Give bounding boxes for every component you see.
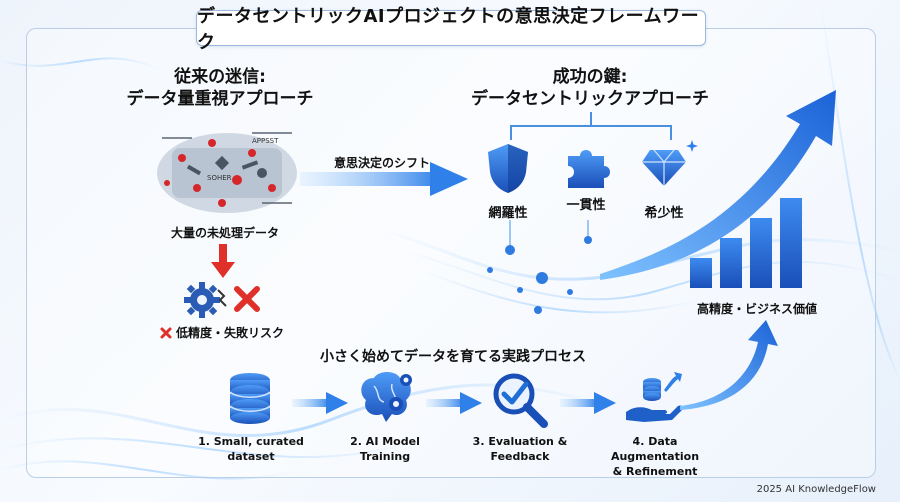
attribute-bracket (510, 112, 672, 140)
myth-heading-line2: データ量重視アプローチ (126, 89, 314, 109)
noise-word-1: APPSST (252, 137, 279, 145)
sparkle-icon (686, 140, 698, 152)
x-mark-icon (234, 286, 260, 312)
process-heading: 小さく始めてデータを育てる実践プロセス (320, 349, 586, 365)
myth-heading: 従来の迷信: データ量重視アプローチ (120, 66, 320, 110)
key-heading-line2: データセントリックアプローチ (471, 89, 709, 109)
step-2-line2: Training (359, 450, 411, 463)
attribute-label-coverage: 網羅性 (488, 206, 528, 221)
step-3-line2: Feedback (490, 450, 550, 463)
magnifier-check-icon (493, 373, 548, 428)
attribute-label-consistency: 一貫性 (566, 198, 606, 213)
diamond-icon (642, 149, 686, 186)
broken-gear-icon (184, 282, 227, 318)
growth-bar-chart-icon (690, 198, 802, 288)
page-title: データセントリックAIプロジェクトの意思決定フレームワーク (196, 6, 706, 53)
step-arrow-2 (426, 392, 482, 414)
database-icon (229, 373, 271, 424)
convergence-dots (487, 220, 592, 314)
hand-data-icon (626, 372, 683, 422)
step-label-2: 2. AI Model Training (340, 434, 430, 464)
noise-word-2: SOHER (207, 174, 232, 182)
raw-data-clutter-icon: APPSST SOHER (157, 132, 297, 213)
growth-arrow (600, 90, 836, 280)
down-arrow-icon (211, 244, 235, 278)
key-heading-line1: 成功の鍵: (552, 67, 628, 87)
small-x-icon (160, 327, 172, 338)
value-label: 高精度・ビジネス価値 (696, 302, 817, 316)
risk-label: 低精度・失敗リスク (176, 326, 285, 340)
footer-credit: 2025 AI KnowledgeFlow (756, 484, 876, 495)
step-label-4: 4. Data Augmentation & Refinement (590, 434, 720, 479)
puzzle-icon (568, 150, 610, 188)
myth-heading-line1: 従来の迷信: (174, 67, 266, 87)
risk-row: 低精度・失敗リスク (160, 324, 300, 341)
step-arrow-3 (560, 392, 616, 414)
key-heading: 成功の鍵: データセントリックアプローチ (470, 66, 710, 110)
step-1-line2: dataset (227, 450, 275, 463)
attribute-label-rarity: 希少性 (644, 206, 684, 221)
step-arrow-1 (292, 392, 348, 414)
step-label-1: 1. Small, curated dataset (196, 434, 306, 464)
step-3-line1: 3. Evaluation & (472, 435, 568, 448)
shift-label: 意思決定のシフト (334, 156, 431, 170)
step-4-line2: & Refinement (612, 465, 698, 478)
shift-arrow (300, 162, 468, 196)
brain-gear-icon (361, 372, 412, 422)
page-title-text: データセントリックAIプロジェクトの意思決定フレームワーク (197, 6, 700, 53)
step-4-line1: 4. Data Augmentation (610, 435, 700, 463)
shield-icon (488, 144, 528, 193)
step-2-line1: 2. AI Model (350, 435, 420, 448)
step-1-line1: 1. Small, curated (198, 435, 304, 448)
step-label-3: 3. Evaluation & Feedback (470, 434, 570, 464)
final-curve-arrow (680, 320, 778, 410)
raw-data-label: 大量の未処理データ (170, 226, 279, 240)
